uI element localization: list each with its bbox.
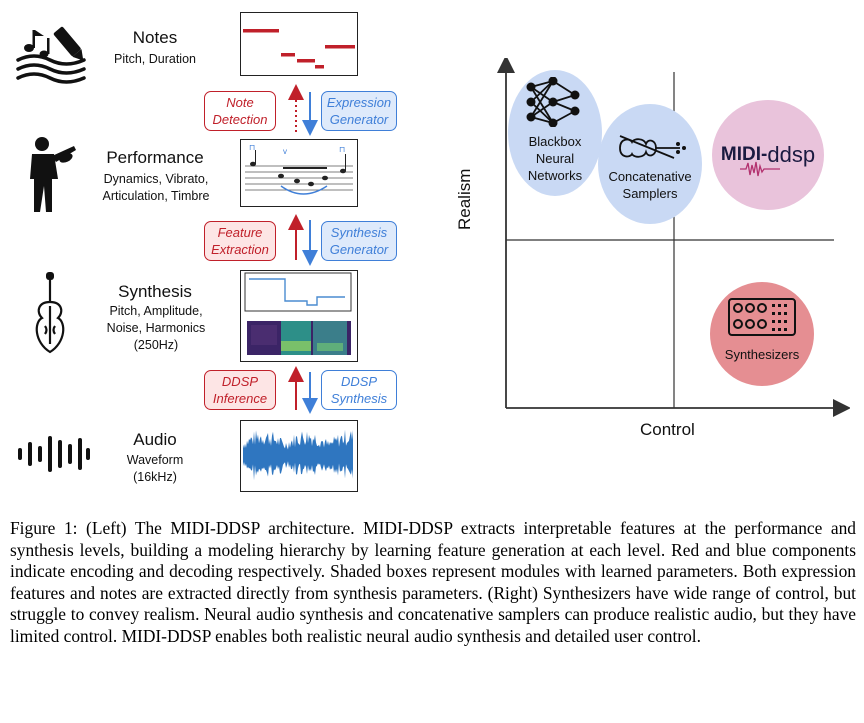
synthesizer-icon bbox=[728, 298, 796, 336]
synthesizers-label: Synthesizers bbox=[724, 347, 800, 362]
synthesis-generator-box: Synthesis Generator bbox=[321, 221, 397, 261]
midi-ddsp-circle bbox=[712, 100, 824, 210]
score-notation: v ⊓ ⊓ bbox=[245, 143, 353, 195]
violin-icon bbox=[619, 135, 686, 159]
level-sub-performance: Dynamics, Vibrato, Articulation, Timbre bbox=[102, 172, 210, 203]
neural-network-icon bbox=[526, 77, 580, 127]
ddsp-logo-text: ddsp bbox=[767, 142, 816, 167]
audio-wave bbox=[243, 429, 353, 481]
blackbox-nn-circle bbox=[508, 70, 602, 196]
notes-pianoroll-panel bbox=[240, 12, 358, 76]
waveform-icon bbox=[18, 436, 90, 472]
feature-extraction-box: Feature Extraction bbox=[204, 221, 276, 261]
expression-generator-box: Expression Generator bbox=[321, 91, 397, 131]
y-axis-label: Realism bbox=[455, 168, 474, 230]
concatenative-samplers-circle bbox=[598, 104, 702, 224]
performance-score-panel: v ⊓ ⊓ bbox=[240, 139, 358, 207]
audio-waveform-panel bbox=[240, 420, 358, 492]
ddsp-inference-box: DDSP Inference bbox=[204, 370, 276, 410]
level-title-audio: Audio bbox=[133, 430, 177, 449]
midi-ddsp-wave-icon bbox=[740, 161, 780, 177]
violinist-icon bbox=[30, 137, 76, 212]
music-notes-pen-icon bbox=[16, 26, 86, 84]
level-title-performance: Performance bbox=[106, 148, 204, 167]
level-sub-notes: Pitch, Duration bbox=[114, 52, 196, 66]
midi-ddsp-logo: MIDI- ddsp bbox=[712, 135, 824, 175]
quadrant-axes bbox=[497, 58, 850, 417]
violin-icon bbox=[35, 272, 65, 354]
synthesis-features-panel bbox=[240, 270, 358, 362]
synthesis-plots bbox=[244, 272, 352, 355]
level-sub-synthesis: Pitch, Amplitude, Noise, Harmonics (250H… bbox=[106, 304, 206, 352]
level-sub-audio: Waveform (16kHz) bbox=[126, 453, 184, 484]
level-title-notes: Notes bbox=[132, 28, 178, 47]
svg-text:⊓: ⊓ bbox=[249, 143, 255, 152]
level-title-synthesis: Synthesis bbox=[118, 282, 192, 301]
svg-text:v: v bbox=[283, 147, 287, 156]
x-axis-label: Control bbox=[640, 420, 695, 439]
pianoroll-bars bbox=[243, 29, 355, 69]
svg-text:⊓: ⊓ bbox=[339, 145, 345, 154]
concatenative-samplers-label: Concatenative Samplers bbox=[608, 169, 692, 201]
figure-caption: Figure 1: (Left) The MIDI-DDSP architect… bbox=[10, 518, 856, 646]
ddsp-synthesis-box: DDSP Synthesis bbox=[321, 370, 397, 410]
note-detection-box: Note Detection bbox=[204, 91, 276, 131]
blackbox-nn-label: Blackbox Neural Networks bbox=[527, 134, 583, 183]
midi-logo-text: MIDI- bbox=[720, 144, 768, 165]
arrows-layer bbox=[288, 84, 318, 414]
